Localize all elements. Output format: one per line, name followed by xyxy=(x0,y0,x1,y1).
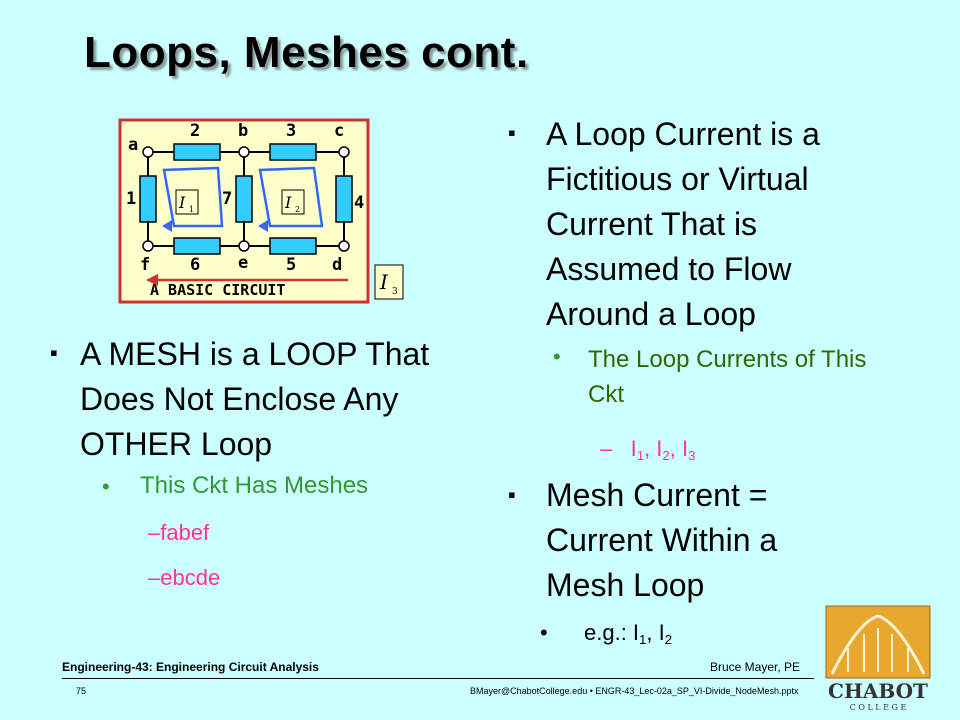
meshes-subbullet: This Ckt Has Meshes xyxy=(140,472,369,499)
mesh-current-definition: Mesh Current = Current Within a Mesh Loo… xyxy=(546,477,778,603)
bullet-square-icon: ▪ xyxy=(50,340,58,365)
label-r1: 1 xyxy=(126,189,136,209)
resistor-5 xyxy=(269,237,317,255)
loop-i3-label: I xyxy=(379,270,389,294)
label-c: c xyxy=(334,121,344,141)
footer-divider xyxy=(62,678,814,679)
label-r2: 2 xyxy=(190,121,200,141)
label-r7: 7 xyxy=(222,189,232,209)
loop-i1-arrow xyxy=(162,166,224,228)
bullet-square-icon: ▪ xyxy=(508,120,516,145)
mesh-definition: A MESH is a LOOP That Does Not Enclose A… xyxy=(80,336,430,462)
svg-text:CHABOT: CHABOT xyxy=(828,679,928,703)
label-e: e xyxy=(238,253,248,273)
loop-currents-subbullet: The Loop Currents of This Ckt xyxy=(588,346,867,408)
node-e xyxy=(238,240,250,252)
slide-title: Loops, Meshes cont. xyxy=(84,28,529,77)
label-f: f xyxy=(140,255,150,275)
label-r4: 4 xyxy=(354,193,364,213)
resistor-1 xyxy=(139,175,157,223)
bullet-square-icon: ▪ xyxy=(508,482,516,507)
loop-currents-list: – I1, I2, I3 xyxy=(600,436,696,463)
label-d: d xyxy=(332,255,342,275)
label-b: b xyxy=(238,121,248,141)
label-r6: 6 xyxy=(190,255,200,275)
node-b xyxy=(238,146,250,158)
basic-circuit-diagram: a b c d e f 1 2 3 4 5 6 7 A BASIC CIRCUI… xyxy=(118,118,370,304)
resistor-3 xyxy=(269,143,317,161)
footer-author: Bruce Mayer, PE xyxy=(710,660,801,674)
svg-text:3: 3 xyxy=(392,287,398,297)
footer-course: Engineering-43: Engineering Circuit Anal… xyxy=(62,660,319,674)
label-r5: 5 xyxy=(286,255,296,275)
node-d xyxy=(338,240,350,252)
mesh-current-example: e.g.: I1, I2 xyxy=(584,620,673,647)
resistor-7 xyxy=(235,175,253,223)
resistor-4 xyxy=(335,175,353,223)
bullet-dot-icon: • xyxy=(540,620,548,645)
loop-i1-label: I xyxy=(178,193,186,212)
diagram-caption: A BASIC CIRCUIT xyxy=(150,281,285,299)
footer-file: BMayer@ChabotCollege.edu • ENGR-43_Lec-0… xyxy=(470,686,799,696)
loop-current-definition: A Loop Current is a Fictitious or Virtua… xyxy=(546,116,820,332)
node-f xyxy=(142,240,154,252)
svg-text:1: 1 xyxy=(189,205,194,214)
chabot-college-logo: CHABOT C O L L E G E xyxy=(825,605,931,712)
loop-i2-label: I xyxy=(284,193,292,212)
node-c xyxy=(338,146,350,158)
slide-number: 75 xyxy=(76,686,87,696)
mesh-item-ebcde: –ebcde xyxy=(148,565,221,590)
svg-text:2: 2 xyxy=(295,205,300,214)
svg-text:C O L L E G E: C O L L E G E xyxy=(850,703,907,712)
resistor-2 xyxy=(173,143,221,161)
resistor-6 xyxy=(173,237,221,255)
mesh-item-fabef: –fabef xyxy=(148,520,210,545)
bullet-dot-icon: • xyxy=(102,474,110,499)
label-a: a xyxy=(128,135,138,155)
node-a xyxy=(142,146,154,158)
loop-i3-label-box: I 3 xyxy=(374,264,404,300)
label-r3: 3 xyxy=(286,121,296,141)
loop-i2-arrow xyxy=(258,166,324,228)
bullet-dot-icon: • xyxy=(553,344,561,369)
